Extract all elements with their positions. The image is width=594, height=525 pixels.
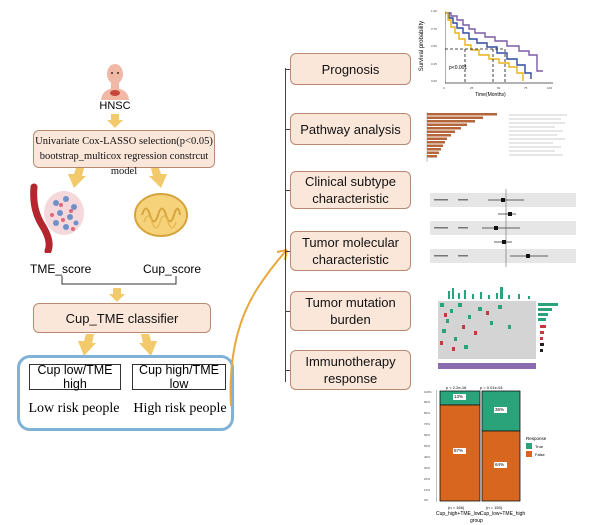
response-left-bottom-pct: 87%	[454, 448, 464, 453]
group-low-box: Cup low/TME high	[29, 363, 121, 391]
legend-true-label: True	[535, 443, 544, 449]
group-high-label: Cup high/TME low	[139, 363, 219, 391]
module-pathway-analysis: Pathway analysis	[290, 113, 411, 145]
response-bar-thumbnail: p < 2.2e-16 p = 0.01e-04 100% 90% 80% 70…	[422, 380, 592, 525]
oncoplot-thumbnail	[438, 287, 558, 369]
response-group-label: group	[470, 518, 483, 524]
tme-score-label: TME_score	[30, 262, 92, 276]
km-survival-thumbnail: Survival probability 1.00 0.75 0.50 0.25…	[415, 5, 560, 100]
cup-score-label: Cup_score	[143, 262, 202, 276]
response-n-right: (n = 150)	[486, 505, 503, 510]
km-ylabel: Survival probability	[419, 20, 425, 72]
km-pvalue: p<0.001	[449, 65, 468, 71]
patient-head-icon	[101, 64, 129, 100]
hnsc-label: HNSC	[99, 100, 131, 112]
classifier-box: Cup_TME classifier	[33, 303, 211, 333]
group-low-label: Cup low/TME high	[37, 363, 113, 391]
km-xticks: 0 25 50 75 100	[443, 86, 553, 90]
down-left-arrow-icon	[68, 168, 86, 188]
down-arrow-icon-2	[109, 288, 125, 302]
legend-false-label: False	[535, 451, 545, 457]
low-risk-label: Low risk people	[28, 401, 120, 416]
high-risk-label: High risk people	[133, 401, 227, 416]
pathway-bar-thumbnail	[426, 112, 567, 162]
legend-true-swatch	[526, 443, 532, 449]
response-n-left: (n = 166)	[448, 505, 465, 510]
response-yticks: 100% 90% 80% 70% 60% 50% 40% 30% 20% 10%…	[424, 390, 432, 502]
response-legend: Response True False	[526, 436, 566, 466]
module-trunk-line	[285, 68, 286, 382]
down-arrow-icon	[107, 114, 123, 128]
score-join-bracket	[61, 276, 177, 285]
response-right-bottom-pct: 64%	[495, 462, 505, 467]
response-bars	[436, 390, 521, 502]
response-right-top-pct: 36%	[495, 407, 505, 412]
response-top-left: p < 2.2e-16	[446, 385, 467, 390]
response-top-right: p = 0.01e-04	[480, 385, 503, 390]
tumor-microenvironment-icon	[30, 183, 84, 253]
legend-false-swatch	[526, 451, 532, 457]
response-xlabel-left: Cup_high+TME_low	[436, 511, 482, 517]
km-xlabel: Time(Months)	[475, 92, 506, 98]
classifier-label: Cup_TME classifier	[65, 310, 179, 326]
down-left-arrow-icon-2	[78, 334, 96, 356]
km-plot-area	[445, 11, 553, 84]
down-right-arrow-icon	[149, 168, 167, 188]
selection-line1: Univariate Cox-LASSO selection(p<0.05)	[35, 136, 213, 147]
group-high-box: Cup high/TME low	[132, 363, 226, 391]
down-right-arrow-icon-2	[139, 334, 157, 356]
module-prognosis: Prognosis	[290, 53, 411, 85]
km-yticks: 1.00 0.75 0.50 0.25 0.00	[431, 9, 437, 83]
risk-group-container	[17, 355, 234, 431]
response-legend-title: Response	[526, 436, 547, 441]
selection-model-box: Univariate Cox-LASSO selection(p<0.05) b…	[33, 130, 215, 177]
selection-line2: bootstrap_multicox regression constrcut …	[39, 151, 209, 177]
response-left-top-pct: 13%	[454, 394, 464, 399]
forest-plot-thumbnail	[430, 189, 576, 267]
response-xlabel-right: Cup_low+TME_high	[480, 511, 526, 517]
mitochondria-icon	[134, 193, 188, 237]
